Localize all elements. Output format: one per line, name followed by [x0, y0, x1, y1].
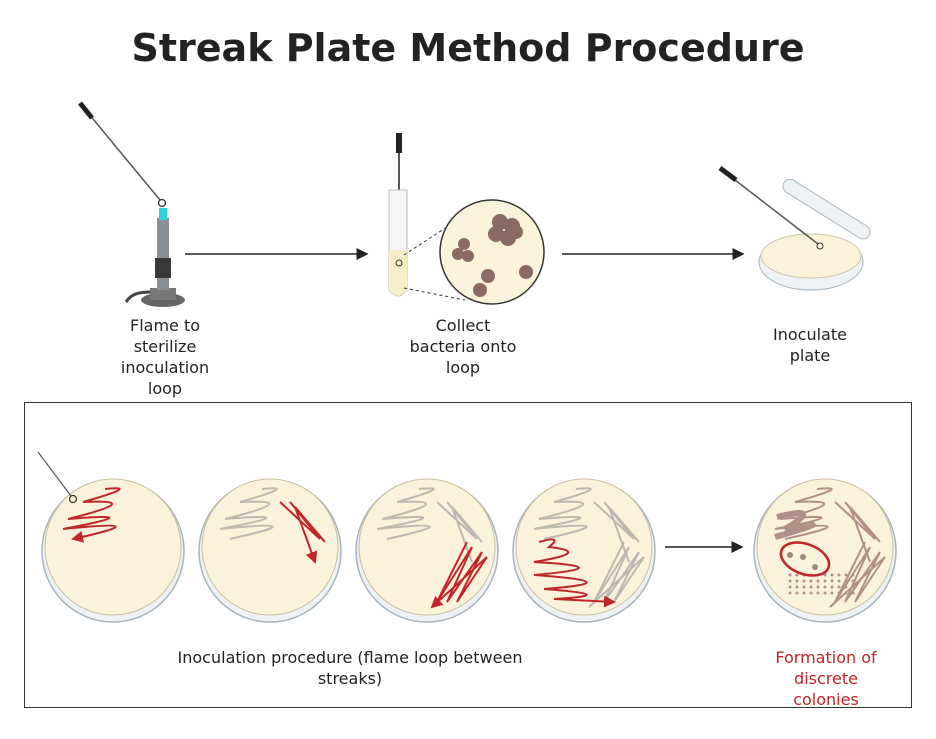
streak-line: [829, 541, 886, 608]
inoculation-loop-icon: [37, 451, 72, 497]
label-line: colonies: [793, 690, 859, 709]
label-line: loop: [147, 379, 183, 398]
colony-dot: [800, 554, 806, 560]
colony-dot: [851, 573, 855, 577]
label-line: inoculation: [120, 358, 210, 377]
label-line: Inoculation procedure (flame loop betwee…: [177, 648, 523, 667]
label-line: sterilize: [133, 337, 197, 356]
streak-line: [593, 501, 640, 563]
streak-line: [430, 541, 488, 609]
page-title: Streak Plate Method Procedure: [131, 26, 805, 70]
bunsen-burner-icon: [124, 208, 185, 307]
colony-dot: [844, 585, 848, 589]
label-line: loop: [445, 358, 481, 377]
label-line: Flame to: [129, 316, 201, 335]
colony-dot: [837, 573, 841, 577]
step-label-inoculate: Inoculate plate: [740, 324, 880, 366]
colony-dot: [809, 579, 813, 583]
magnified-bacteria-icon: [403, 199, 545, 305]
label-line: streaks): [317, 669, 383, 688]
colony-dot: [837, 591, 841, 595]
streak-line: [774, 487, 833, 540]
streak-line: [533, 487, 592, 540]
colony-dot: [816, 591, 820, 595]
colony-dot: [802, 579, 806, 583]
procedure-panel: [24, 402, 912, 708]
colony-dot: [844, 579, 848, 583]
colony-dot: [809, 591, 813, 595]
colony-dot: [851, 585, 855, 589]
label-line: discrete: [794, 669, 858, 688]
colony-dot: [823, 573, 827, 577]
inoculation-loop-icon: [78, 101, 167, 208]
loop-tip-icon: [68, 494, 78, 504]
streak-line: [834, 501, 881, 563]
colony-dot: [802, 591, 806, 595]
streak-plate-4: [512, 478, 656, 623]
streak-plate-3: [355, 478, 499, 623]
label-line: bacteria onto: [409, 337, 517, 356]
test-tube-icon: [388, 133, 408, 297]
colony-dot: [830, 585, 834, 589]
colony-dot: [823, 585, 827, 589]
result-caption: Formation of discrete colonies: [750, 647, 902, 710]
colony-dot: [851, 579, 855, 583]
streak-line: [219, 487, 278, 540]
colony-dot: [844, 573, 848, 577]
colony-dot: [788, 585, 792, 589]
colony-dot: [788, 591, 792, 595]
colony-dot: [795, 591, 799, 595]
colony-dot: [816, 579, 820, 583]
colony-dot: [830, 591, 834, 595]
label-line: Inoculate: [773, 325, 847, 344]
colony-dot: [837, 579, 841, 583]
colony-dot: [830, 579, 834, 583]
colony-dot: [788, 573, 792, 577]
colony-dot: [812, 564, 818, 570]
streak-plate-1: [37, 451, 185, 623]
colony-dot: [823, 579, 827, 583]
streak-line: [533, 538, 616, 608]
label-line: plate: [789, 346, 831, 365]
procedure-caption: Inoculation procedure (flame loop betwee…: [120, 647, 580, 689]
petri-dish-icon: [718, 166, 871, 291]
streak-line: [279, 501, 326, 564]
colony-dot: [837, 585, 841, 589]
colony-dot: [795, 579, 799, 583]
colony-dot: [851, 591, 855, 595]
colony-dot: [809, 585, 813, 589]
step-label-flame: Flame to sterilize inoculation loop: [95, 315, 235, 399]
label-line: Formation of: [775, 648, 877, 667]
colony-dot: [788, 579, 792, 583]
streak-line: [376, 487, 435, 540]
colony-dot: [795, 585, 799, 589]
colony-dot: [830, 573, 834, 577]
colony-dot: [787, 552, 793, 558]
label-line: Collect: [435, 316, 491, 335]
result-plate: [753, 478, 897, 623]
colony-dot: [795, 573, 799, 577]
colony-dot: [823, 591, 827, 595]
discrete-colonies-highlight: [779, 541, 831, 577]
streak-plate-2: [198, 478, 342, 623]
colony-dot: [844, 591, 848, 595]
colony-dot: [802, 585, 806, 589]
step-label-collect: Collect bacteria onto loop: [383, 315, 543, 378]
streak-line: [62, 487, 121, 543]
streak-line: [588, 541, 645, 608]
streak-line: [436, 501, 483, 563]
colony-dot: [816, 585, 820, 589]
